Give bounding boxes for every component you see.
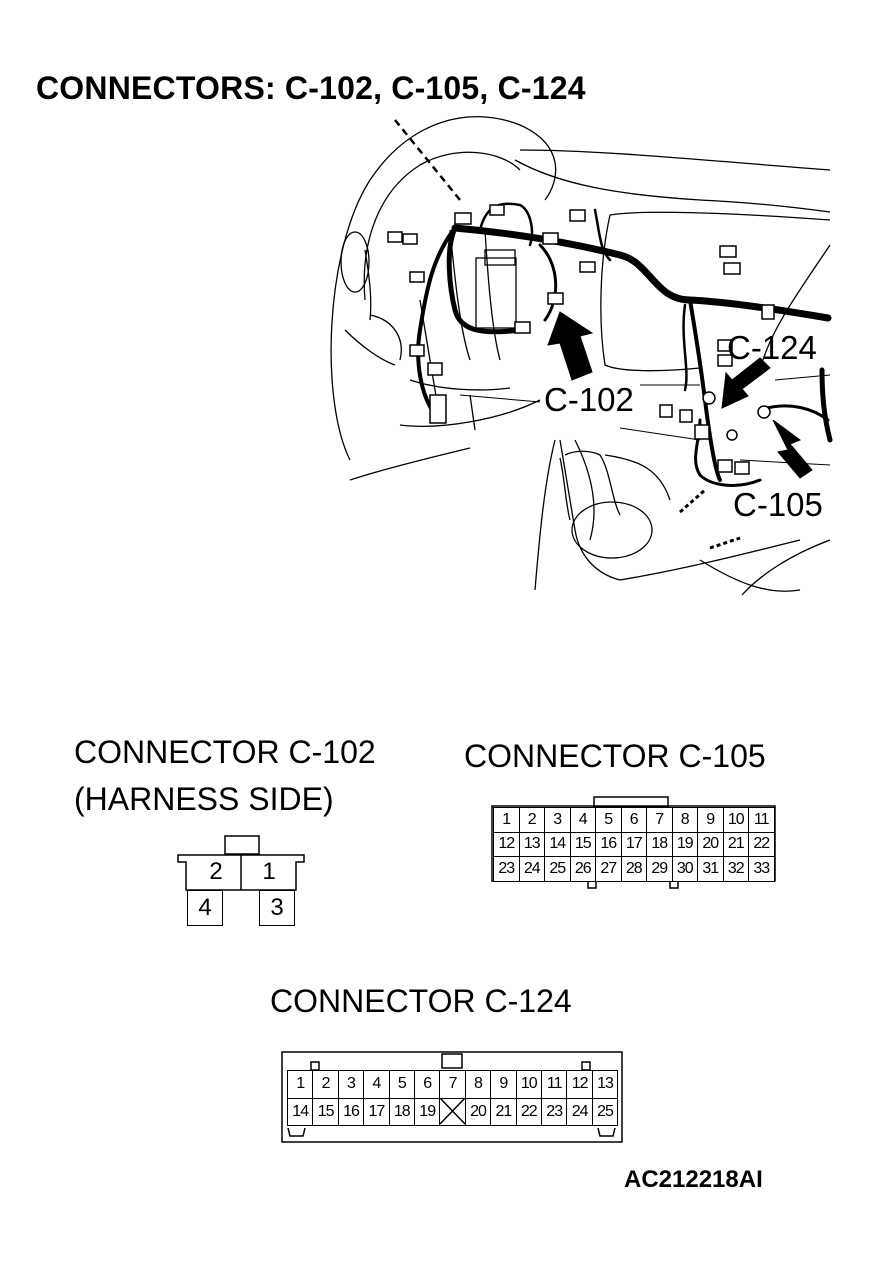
c105-pin: 27	[595, 856, 622, 882]
c105-pin: 13	[518, 831, 545, 857]
c105-pin: 3	[544, 807, 571, 833]
c124-pin: 8	[464, 1070, 492, 1099]
c124-pin: 21	[490, 1097, 517, 1126]
c124-pin: 15	[312, 1097, 339, 1126]
c105-pin: 23	[493, 856, 520, 882]
c102-title: CONNECTOR C-102	[74, 734, 376, 770]
c105-pin: 32	[722, 856, 749, 882]
c124-pin: 4	[363, 1070, 390, 1099]
c124-pin: 24	[566, 1097, 593, 1126]
c105-pin: 26	[569, 856, 596, 882]
c102-pin: 3	[259, 890, 295, 926]
c124-pin: 20	[464, 1097, 492, 1126]
c105-pin: 28	[620, 856, 647, 882]
c105-pin: 22	[748, 831, 775, 857]
c124-pin: 18	[388, 1097, 415, 1126]
c105-pin: 15	[569, 831, 596, 857]
c105-pin: 17	[620, 831, 647, 857]
c105-pin: 1	[493, 807, 520, 833]
c105-pin: 10	[722, 807, 749, 833]
c124-pin	[439, 1097, 466, 1126]
c105-pin: 12	[493, 831, 520, 857]
c105-pin: 29	[646, 856, 673, 882]
c124-pin: 11	[541, 1070, 568, 1099]
c124-pin: 6	[414, 1070, 441, 1099]
c105-pin: 2	[518, 807, 545, 833]
c102-pin: 4	[187, 890, 223, 926]
c105-pin: 7	[646, 807, 673, 833]
c124-pin: 3	[337, 1070, 365, 1099]
c105-pin: 24	[518, 856, 545, 882]
c124-pin: 10	[515, 1070, 542, 1099]
c124-pin: 25	[591, 1097, 619, 1126]
callout-c102: C-102	[544, 381, 634, 418]
c124-pin: 2	[312, 1070, 339, 1099]
c105-pin: 33	[748, 856, 775, 882]
c124-pin: 19	[414, 1097, 441, 1126]
c105-pin: 18	[646, 831, 673, 857]
c105-pin: 20	[697, 831, 724, 857]
callout-c105: C-105	[733, 486, 823, 523]
c102-subtitle: (HARNESS SIDE)	[74, 781, 334, 817]
c124-pin: 9	[490, 1070, 517, 1099]
c124-title: CONNECTOR C-124	[270, 983, 572, 1019]
page-title: CONNECTORS: C-102, C-105, C-124	[36, 70, 586, 106]
c105-pin: 6	[620, 807, 647, 833]
c124-pin: 1	[287, 1070, 314, 1099]
c124-pin: 5	[388, 1070, 415, 1099]
c105-pin: 21	[722, 831, 749, 857]
c105-title: CONNECTOR C-105	[464, 738, 766, 774]
c124-pin: 17	[363, 1097, 390, 1126]
c124-pin: 12	[566, 1070, 593, 1099]
c105-pin: 19	[671, 831, 698, 857]
c124-pin: 7	[439, 1070, 466, 1099]
c105-pin: 30	[671, 856, 698, 882]
c105-pin: 11	[748, 807, 775, 833]
c105-pin: 16	[595, 831, 622, 857]
c105-pin: 9	[697, 807, 724, 833]
c105-pin: 14	[544, 831, 571, 857]
c124-pin: 22	[515, 1097, 542, 1126]
c124-pin: 13	[591, 1070, 619, 1099]
c124-pin: 16	[337, 1097, 365, 1126]
c105-pin: 5	[595, 807, 622, 833]
callout-c124: C-124	[727, 329, 817, 366]
c105-pin: 31	[697, 856, 724, 882]
figure-code: AC212218AI	[624, 1166, 763, 1193]
c105-pin: 25	[544, 856, 571, 882]
c102-pin: 2	[209, 858, 223, 885]
c105-pin: 8	[671, 807, 698, 833]
c102-pin: 1	[262, 858, 276, 885]
c105-pin: 4	[569, 807, 596, 833]
c124-pin: 14	[287, 1097, 314, 1126]
c124-pin: 23	[541, 1097, 568, 1126]
